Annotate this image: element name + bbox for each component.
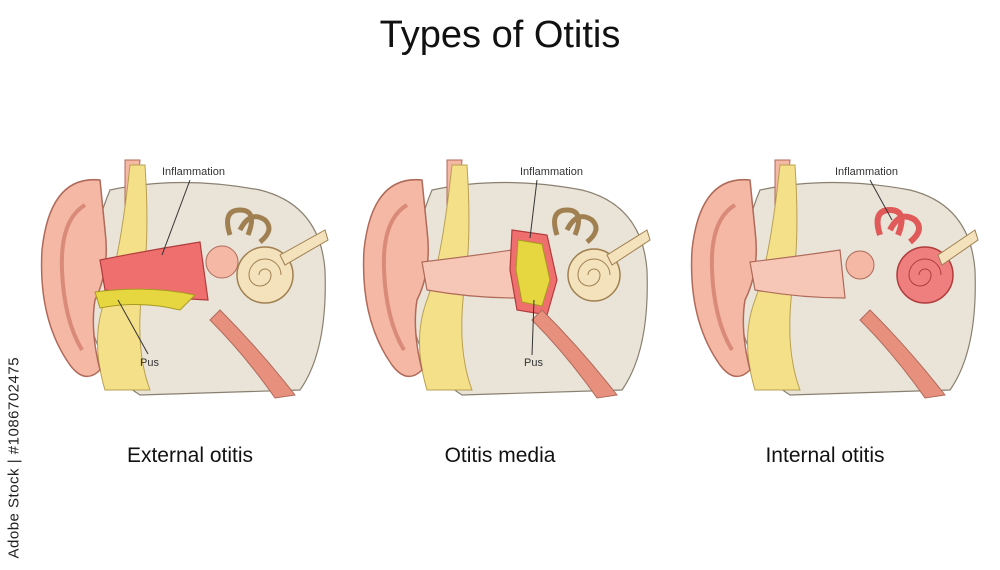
- auricle: [362, 179, 429, 378]
- pus-pointer: [531, 299, 535, 356]
- eustachian-tube: [859, 309, 946, 399]
- pus-collection: [94, 288, 196, 311]
- semicircular-canals-inflamed: [874, 206, 922, 245]
- semicircular-canals: [225, 207, 272, 244]
- cochlea: [567, 248, 621, 302]
- inflammation-pointer: [869, 179, 893, 221]
- auricle: [40, 179, 107, 378]
- ossicles: [205, 245, 239, 279]
- otitis-media-illustration: Inflammation Pus: [362, 159, 651, 399]
- cochlea-inflamed: [896, 246, 954, 304]
- auditory-nerve: [279, 229, 329, 266]
- internal-otitis-panel: Inflammation: [680, 150, 980, 410]
- eustachian-tube: [531, 309, 618, 399]
- stock-watermark: Adobe Stock | #1086702475: [6, 320, 26, 570]
- ear-canal: [749, 249, 846, 299]
- inflammation-label: Inflammation: [162, 166, 225, 178]
- page-title: Types of Otitis: [379, 14, 621, 56]
- auditory-nerve: [606, 229, 651, 266]
- middle-ear-pus: [515, 239, 551, 307]
- otitis-media-caption: Otitis media: [444, 444, 556, 467]
- watermark-text: Adobe Stock | #1086702475: [5, 356, 23, 559]
- inflammation-pointer: [161, 179, 191, 256]
- cochlea: [236, 246, 294, 304]
- cochlea-spiral: [248, 258, 282, 287]
- auricle-fold: [59, 203, 87, 352]
- inflammation-label: Inflammation: [835, 166, 898, 178]
- internal-otitis-caption: Internal otitis: [765, 444, 885, 467]
- auricle-fold: [709, 203, 737, 352]
- ossicles: [845, 250, 875, 280]
- external-otitis-illustration: Inflammation Pus: [40, 159, 329, 399]
- auditory-nerve: [937, 229, 979, 266]
- auricle-fold: [381, 203, 409, 352]
- pus-label: Pus: [140, 357, 159, 369]
- cochlea-spiral: [577, 258, 611, 287]
- otitis-media-panel: Inflammation Pus: [352, 150, 652, 410]
- eustachian-tube: [209, 309, 296, 399]
- external-otitis-panel: Inflammation Pus: [30, 150, 330, 410]
- external-otitis-caption: External otitis: [126, 444, 254, 467]
- auricle: [690, 179, 757, 378]
- inflammation-label: Inflammation: [520, 166, 583, 178]
- internal-otitis-illustration: Inflammation: [690, 159, 979, 399]
- inflammation-pointer: [529, 179, 538, 239]
- pus-label: Pus: [524, 357, 543, 369]
- semicircular-canals: [552, 207, 599, 244]
- cochlea-spiral: [908, 258, 942, 287]
- pus-pointer: [117, 299, 149, 355]
